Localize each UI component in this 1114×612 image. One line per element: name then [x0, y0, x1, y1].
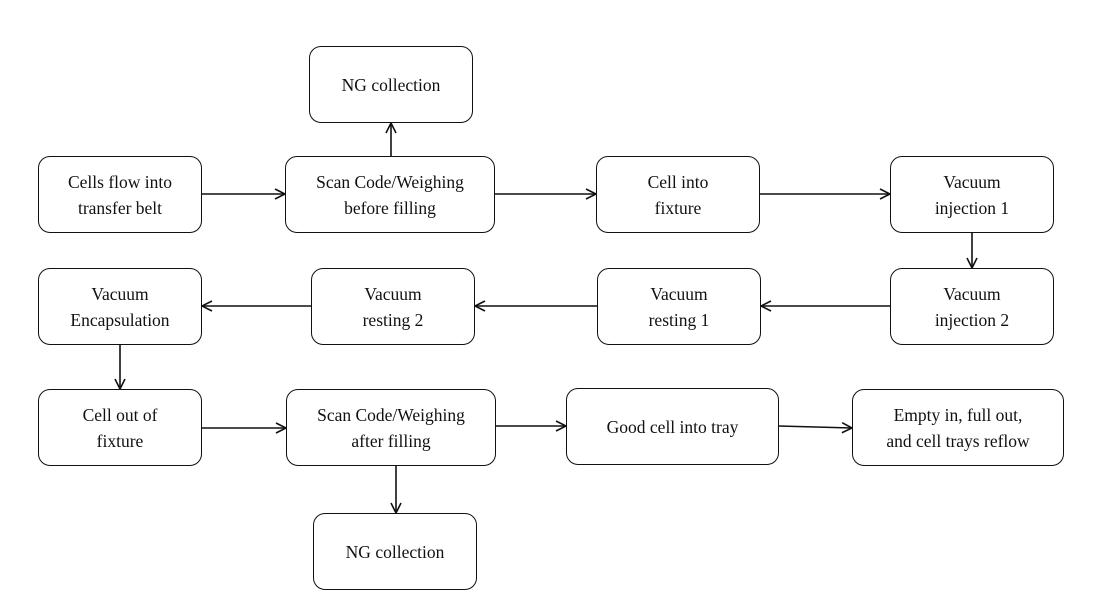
node-vacuum-injection-2: Vacuum injection 2 — [890, 268, 1054, 345]
node-vacuum-injection-1: Vacuum injection 1 — [890, 156, 1054, 233]
node-ng-collection-top: NG collection — [309, 46, 473, 123]
node-empty-in-full-out-trays-reflow: Empty in, full out, and cell trays reflo… — [852, 389, 1064, 466]
edge-arrow-n13-n14 — [778, 426, 852, 428]
node-ng-collection-bottom: NG collection — [313, 513, 477, 590]
node-vacuum-resting-1: Vacuum resting 1 — [597, 268, 761, 345]
node-cells-flow-into-transfer-belt: Cells flow into transfer belt — [38, 156, 202, 233]
node-vacuum-resting-2: Vacuum resting 2 — [311, 268, 475, 345]
node-scan-code-weighing-before-filling: Scan Code/Weighing before filling — [285, 156, 495, 233]
node-good-cell-into-tray: Good cell into tray — [566, 388, 779, 465]
node-scan-code-weighing-after-filling: Scan Code/Weighing after filling — [286, 389, 496, 466]
node-cell-out-of-fixture: Cell out of fixture — [38, 389, 202, 466]
node-vacuum-encapsulation: Vacuum Encapsulation — [38, 268, 202, 345]
node-cell-into-fixture: Cell into fixture — [596, 156, 760, 233]
